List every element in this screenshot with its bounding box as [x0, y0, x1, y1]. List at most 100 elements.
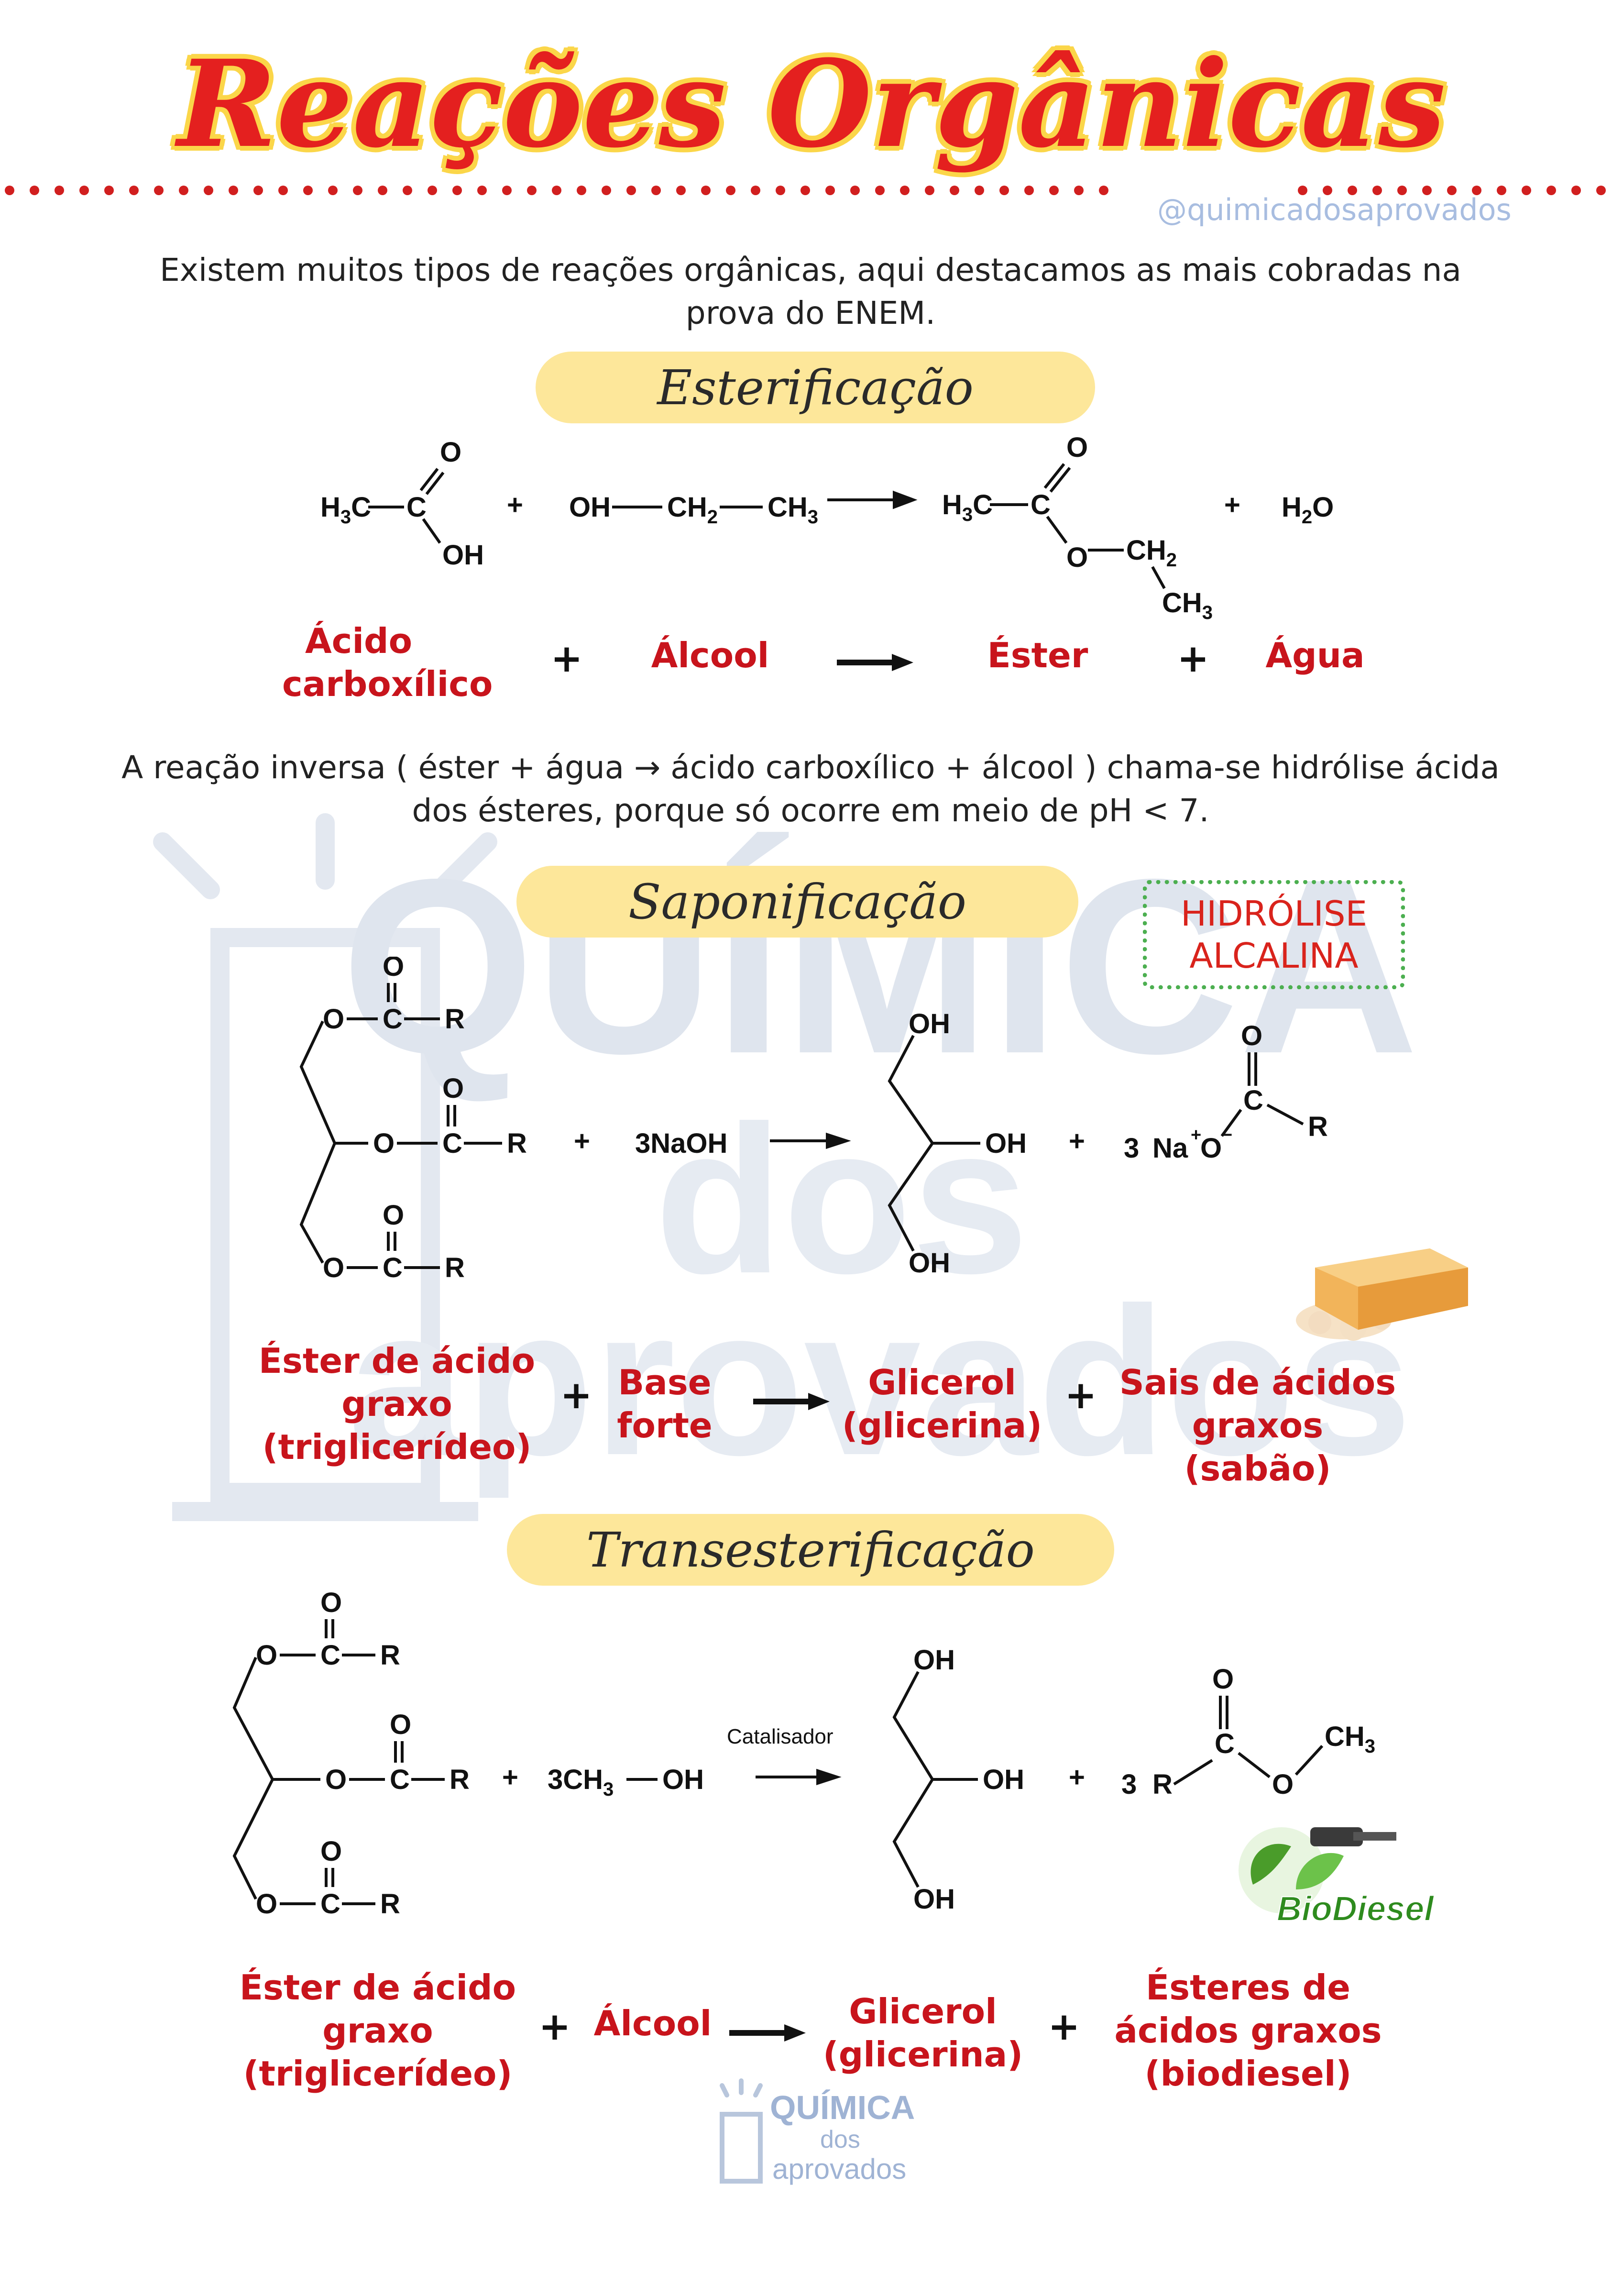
svg-text:O: O	[383, 1200, 404, 1231]
divider-dot	[129, 186, 139, 195]
svg-text:C: C	[390, 1764, 410, 1795]
svg-text:O: O	[323, 1004, 344, 1035]
svg-text:CH3: CH3	[768, 492, 818, 528]
hidrolise-alcalina-badge: HIDRÓLISE ALCALINA	[1143, 880, 1405, 989]
divider-dot	[229, 186, 238, 195]
divider-dot	[1522, 186, 1531, 195]
svg-text:O: O	[1200, 1133, 1222, 1164]
svg-text:OH: OH	[569, 492, 611, 523]
label-alcool: Álcool	[651, 635, 769, 675]
watermark-line3: aprovados	[348, 1264, 1412, 1500]
reaction-arrow	[753, 1393, 830, 1410]
divider-dot	[875, 186, 885, 195]
svg-text:OH: OH	[913, 1884, 955, 1915]
divider-dot	[5, 186, 14, 195]
svg-text:O: O	[256, 1888, 277, 1920]
inverse-reaction-note: A reação inversa ( éster + água → ácido …	[121, 749, 1500, 829]
svg-text:CH2: CH2	[667, 492, 718, 528]
footer-logo-line3: aprovados	[772, 2153, 906, 2185]
reaction-arrow	[729, 2024, 806, 2042]
divider-dot	[975, 186, 984, 195]
divider-dot	[378, 186, 387, 195]
plus-sign: +	[560, 1373, 592, 1417]
divider-dot	[850, 186, 860, 195]
svg-text:C: C	[1243, 1085, 1263, 1116]
svg-text:CH2: CH2	[1126, 535, 1177, 571]
divider-dot	[1372, 186, 1382, 195]
badge-line2: ALCALINA	[1189, 936, 1359, 976]
svg-text:R: R	[1308, 1111, 1328, 1142]
svg-text:R: R	[450, 1764, 470, 1795]
divider-dot	[502, 186, 512, 195]
svg-text:O: O	[442, 1073, 464, 1104]
svg-text:O: O	[1212, 1664, 1234, 1695]
divider-dot	[1298, 186, 1307, 195]
divider-dot	[527, 186, 537, 195]
svg-text:3: 3	[1121, 1769, 1137, 1800]
svg-text:O: O	[373, 1128, 395, 1159]
divider-dot	[751, 186, 760, 195]
divider-dot	[253, 186, 263, 195]
svg-text:O: O	[1241, 1020, 1262, 1051]
divider-dot	[1447, 186, 1457, 195]
plus-sign: +	[1177, 636, 1209, 681]
divider-dot	[1348, 186, 1357, 195]
divider-dot	[1024, 186, 1034, 195]
svg-text:C: C	[383, 1252, 403, 1283]
svg-text:O: O	[383, 957, 404, 982]
label-acido-carboxilico: Ácido carboxílico	[282, 621, 493, 704]
divider-dot	[999, 186, 1009, 195]
reaction-arrow	[837, 654, 913, 671]
divider-dot	[925, 186, 934, 195]
svg-text:+: +	[507, 489, 523, 520]
biodiesel-logo: BioDiesel	[1239, 1827, 1435, 1929]
divider-dot	[602, 186, 611, 195]
section-title-saponificacao: Saponificação	[516, 866, 1078, 938]
svg-text:R: R	[380, 1888, 400, 1920]
divider-dot	[1472, 186, 1481, 195]
dotted-divider	[5, 186, 1606, 195]
divider-dot	[1397, 186, 1407, 195]
divider-dot	[79, 186, 89, 195]
label-ester: Éster	[987, 635, 1088, 675]
divider-dot	[1323, 186, 1332, 195]
svg-text:C: C	[320, 1888, 340, 1920]
divider-dot	[825, 186, 835, 195]
divider-dot	[626, 186, 636, 195]
svg-text:+: +	[1069, 1762, 1085, 1793]
divider-dot	[403, 186, 412, 195]
divider-dot	[428, 186, 437, 195]
divider-dot	[278, 186, 288, 195]
social-handle: @quimicadosaprovados	[1157, 192, 1512, 227]
plus-sign: +	[1048, 2004, 1080, 2049]
catalyst-label: Catalisador	[727, 1725, 833, 1748]
label-biodiesel: Ésteres de ácidos graxos (biodiesel)	[1114, 1967, 1382, 2094]
svg-text:O: O	[256, 1640, 277, 1671]
section-title-transesterificacao: Transesterificação	[507, 1514, 1114, 1586]
plus-sign: +	[1064, 1373, 1097, 1417]
svg-text:CH3: CH3	[1325, 1721, 1375, 1757]
divider-dot	[30, 186, 39, 195]
divider-dot	[353, 186, 362, 195]
plus-sign: +	[538, 2004, 571, 2049]
svg-text:O: O	[1272, 1769, 1294, 1800]
svg-text:+: +	[1224, 489, 1240, 520]
divider-dot	[552, 186, 561, 195]
svg-text:+: +	[1069, 1126, 1085, 1157]
svg-text:+: +	[502, 1762, 518, 1793]
svg-text:R: R	[507, 1128, 527, 1159]
svg-text:O: O	[1066, 542, 1088, 573]
divider-dot	[1099, 186, 1108, 195]
svg-text:H3C: H3C	[320, 492, 371, 528]
svg-text:O: O	[1066, 432, 1088, 463]
divider-dot	[104, 186, 114, 195]
svg-text:R: R	[445, 1252, 465, 1283]
svg-text:R: R	[380, 1640, 400, 1671]
divider-dot	[950, 186, 959, 195]
soap-bar-image	[1296, 1248, 1468, 1341]
svg-text:H2O: H2O	[1282, 492, 1334, 528]
svg-text:C: C	[1031, 489, 1051, 520]
svg-text:C: C	[383, 1004, 403, 1035]
svg-text:OH: OH	[909, 1008, 950, 1039]
